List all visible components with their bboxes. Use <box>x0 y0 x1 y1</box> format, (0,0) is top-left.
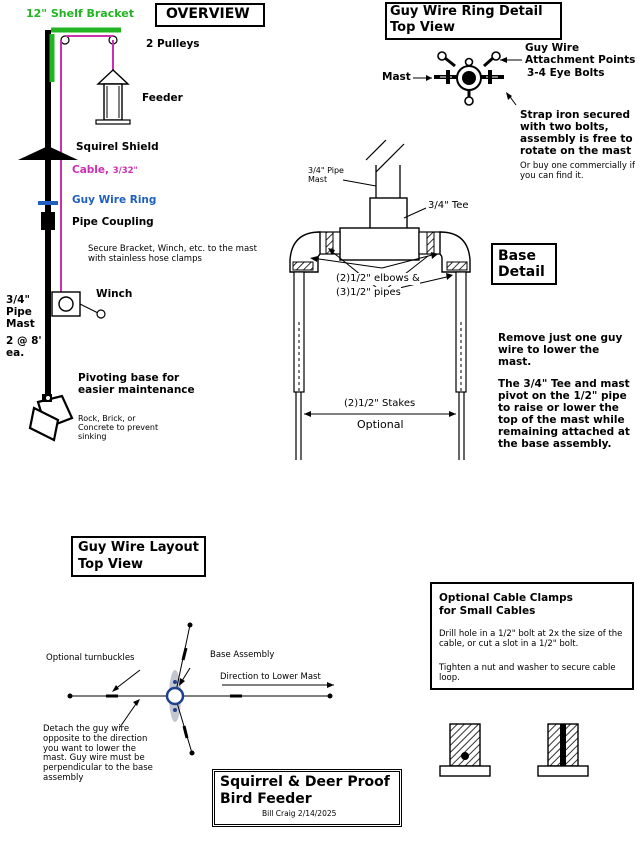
attach-label-1: Guy Wire <box>525 42 580 54</box>
title-block-line-2: Bird Feeder <box>220 791 312 807</box>
guy-layout-title-1: Guy Wire Layout <box>78 540 200 555</box>
title-block-line-1: Squirrel & Deer Proof <box>220 774 390 790</box>
shelf-bracket <box>49 27 121 82</box>
secure-note: Secure Bracket, Winch, etc. to the mast … <box>88 244 257 264</box>
pipes-label: (3)1/2" pipes <box>336 287 401 299</box>
pulleys-label: 2 Pulleys <box>146 38 200 50</box>
title-block-author: Bill Craig 2/14/2025 <box>262 809 337 818</box>
buy-note: Or buy one commercially if you can find … <box>520 161 635 181</box>
overview-title: OVERVIEW <box>166 6 250 22</box>
turnbuckles-label: Optional turnbuckles <box>46 653 135 663</box>
attach-label-2: Attachment Points <box>525 54 636 66</box>
title-block-box <box>212 769 402 827</box>
optional-label: Optional <box>357 418 404 431</box>
detach-note: Detach the guy wire opposite to the dire… <box>43 724 153 783</box>
cable-size: 3/32" <box>112 166 138 176</box>
guy-layout-title-2: Top View <box>78 557 144 572</box>
pivot-base-label: Pivoting base for easier maintenance <box>78 372 195 397</box>
base-detail-title: Base Detail <box>498 248 545 281</box>
rock-note: Rock, Brick, or Concrete to prevent sink… <box>78 414 159 442</box>
cable-label: Cable, 3/32" <box>72 164 138 176</box>
squirrel-shield <box>18 146 78 160</box>
mast-label: 3/4" Pipe Mast <box>6 294 35 331</box>
pivot-base-drawing <box>28 394 74 442</box>
ring-detail-drawing <box>413 51 522 106</box>
elbows-label: (2)1/2" elbows & <box>336 273 420 285</box>
feeder-label: Feeder <box>142 92 183 104</box>
mast-quantity: 2 @ 8' ea. <box>6 335 42 360</box>
overview-drawing <box>18 27 131 442</box>
base-detail-drawing <box>289 139 471 460</box>
pulley-left <box>60 35 70 45</box>
winch-label: Winch <box>96 288 133 300</box>
direction-label: Direction to Lower Mast <box>220 672 321 682</box>
pipe-coupling-label: Pipe Coupling <box>72 216 154 228</box>
cable-line <box>60 35 114 310</box>
winch-drawing <box>51 291 106 319</box>
ring-detail-title-1: Guy Wire Ring Detail <box>390 4 543 19</box>
pipe-coupling <box>41 212 55 230</box>
cable-clamps-title-2: for Small Cables <box>439 605 536 617</box>
tighten-note: Tighten a nut and washer to secure cable… <box>439 663 616 683</box>
ring-mast-label: Mast <box>382 71 411 83</box>
shelf-bracket-label: 12" Shelf Bracket <box>26 7 134 20</box>
cable-clamps-drawing <box>439 723 589 777</box>
layout-mast-ring <box>165 686 185 706</box>
guy-layout-drawing <box>67 622 334 756</box>
base-assembly-label: Base Assembly <box>210 650 275 660</box>
attach-label-3: 3-4 Eye Bolts <box>527 67 605 79</box>
base-pipe-mast-label: 3/4" Pipe Mast <box>308 166 344 185</box>
base-detail-title-box <box>491 243 557 285</box>
squirrel-shield-label: Squirel Shield <box>76 141 159 153</box>
guy-layout-title-box <box>71 536 206 577</box>
guy-wire-ring-label: Guy Wire Ring <box>72 194 157 206</box>
cable-clamps-title-1: Optional Cable Clamps <box>439 592 573 604</box>
stakes-label: (2)1/2" Stakes <box>344 398 416 409</box>
ring-detail-title-2: Top View <box>390 20 456 35</box>
feeder-drawing <box>95 69 131 125</box>
remove-note: Remove just one guy wire to lower the ma… <box>498 332 623 369</box>
strap-note: Strap iron secured with two bolts, assem… <box>520 109 633 158</box>
cable-label-text: Cable <box>72 164 106 176</box>
tee-label: 3/4" Tee <box>428 200 469 211</box>
overview-title-box <box>155 3 265 27</box>
drill-note: Drill hole in a 1/2" bolt at 2x the size… <box>439 629 623 649</box>
ring-detail-title-box <box>385 2 562 40</box>
cable-clamps-box <box>430 582 634 690</box>
tee-note: The 3/4" Tee and mast pivot on the 1/2" … <box>498 378 630 451</box>
